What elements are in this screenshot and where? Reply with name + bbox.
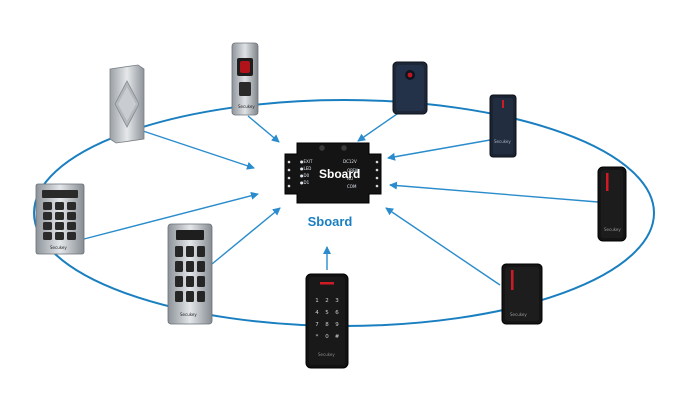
svg-text:8: 8 [325, 322, 329, 328]
svg-text:7: 7 [315, 322, 319, 328]
svg-text:●D0: ●D0 [300, 173, 310, 178]
reader-lower-right-device: Secukey [501, 263, 543, 325]
hub-device-label: Sboard [319, 167, 360, 181]
arrow-fingerprint-reader [247, 115, 280, 143]
arrow-keypad-reader-tall [211, 207, 281, 265]
reader-dark-small-device: Secukey [489, 94, 517, 158]
sboard-controller: ●EXIT ●LED ●D0 ●D1 DC12V OPEN NO COM Sbo… [284, 142, 382, 204]
svg-text:9: 9 [335, 322, 339, 328]
svg-text:OPEN: OPEN [347, 168, 358, 173]
svg-text:Secukey: Secukey [318, 352, 335, 357]
arrow-reader-slim-right [389, 181, 599, 203]
svg-text:5: 5 [325, 310, 329, 316]
keypad-reader-flush-device: Secukey [35, 183, 85, 255]
svg-text:NO: NO [347, 176, 353, 181]
svg-text:#: # [335, 334, 340, 340]
svg-text:●D1: ●D1 [300, 180, 310, 185]
svg-text:Secukey: Secukey [180, 312, 197, 317]
svg-text:Secukey: Secukey [510, 312, 527, 317]
svg-text:Secukey: Secukey [604, 227, 621, 232]
reader-slim-right-device: Secukey [597, 166, 627, 242]
exit-button-device [109, 64, 145, 144]
arrow-reader-lower-right [385, 207, 501, 286]
svg-text:COM: COM [347, 184, 357, 189]
svg-text:●LED: ●LED [300, 166, 311, 171]
fingerprint-reader-device: Secukey [231, 42, 259, 116]
keypad-reader-tall-device: Secukey [167, 223, 213, 325]
svg-text:3: 3 [335, 298, 339, 304]
reader-dark-top-device [392, 61, 428, 115]
hub-label: Sboard [307, 214, 353, 229]
svg-text:Secukey: Secukey [494, 139, 511, 144]
svg-text:6: 6 [335, 310, 339, 316]
svg-text:0: 0 [325, 334, 329, 340]
arrow-reader-dark-top [357, 113, 398, 142]
arrow-keypad-reader-flush [83, 191, 259, 240]
arrow-reader-dark-small [387, 139, 491, 161]
svg-text:4: 4 [315, 310, 319, 316]
svg-text:2: 2 [325, 298, 329, 304]
svg-text:DC12V: DC12V [343, 159, 357, 164]
svg-text:1: 1 [315, 298, 319, 304]
svg-text:Secukey: Secukey [50, 245, 67, 250]
svg-text:Secukey: Secukey [238, 104, 255, 109]
arrow-exit-button [139, 129, 255, 170]
svg-text:*: * [316, 334, 319, 340]
svg-text:●EXIT: ●EXIT [300, 159, 313, 164]
